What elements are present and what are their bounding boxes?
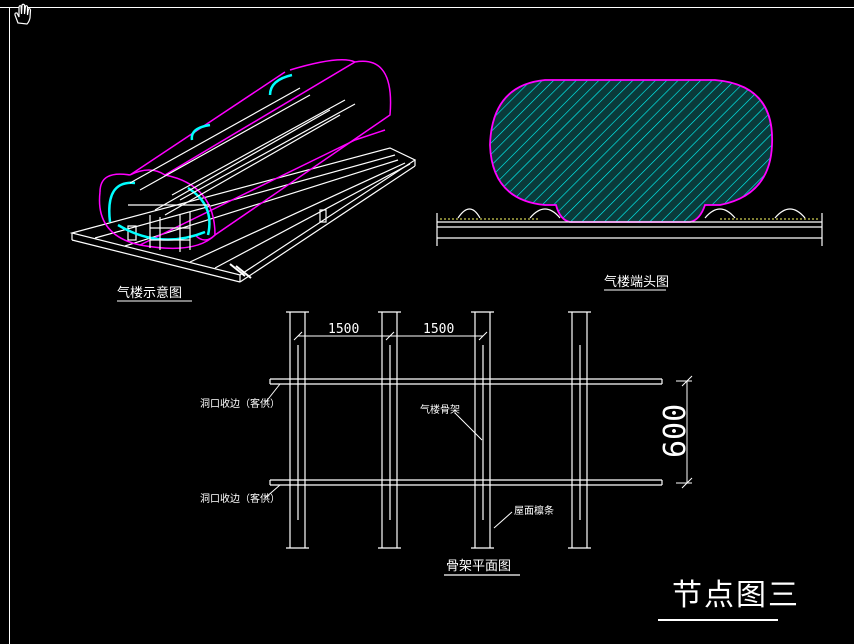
hand-pan-icon[interactable]	[14, 3, 32, 25]
plan-dim-1500-left: 1500	[328, 322, 359, 337]
sheet-border	[0, 7, 854, 644]
isometric-view-title: 气楼示意图	[117, 285, 182, 301]
end-view-title: 气楼端头图	[604, 274, 669, 290]
plan-dim-1500-right: 1500	[423, 322, 454, 337]
plan-label-purlin: 屋面檩条	[514, 504, 554, 517]
sheet-title-block: 节点图三	[658, 578, 800, 621]
plan-label-opening-bottom: 洞口收边（客供）	[200, 492, 280, 505]
end-view: 气楼端头图	[436, 79, 823, 291]
plan-view-title: 骨架平面图	[446, 559, 511, 574]
sheet-title: 节点图三	[672, 578, 800, 613]
plan-label-frame: 气楼骨架	[420, 403, 460, 416]
plan-dim-600: 600	[658, 404, 693, 458]
plan-label-opening-top: 洞口收边（客供）	[200, 397, 280, 410]
isometric-view: 气楼示意图	[69, 59, 417, 302]
plan-view: 1500 1500 600 洞口收边（客供） 洞口收边（客供） 气楼骨架 屋面檩…	[200, 311, 693, 576]
